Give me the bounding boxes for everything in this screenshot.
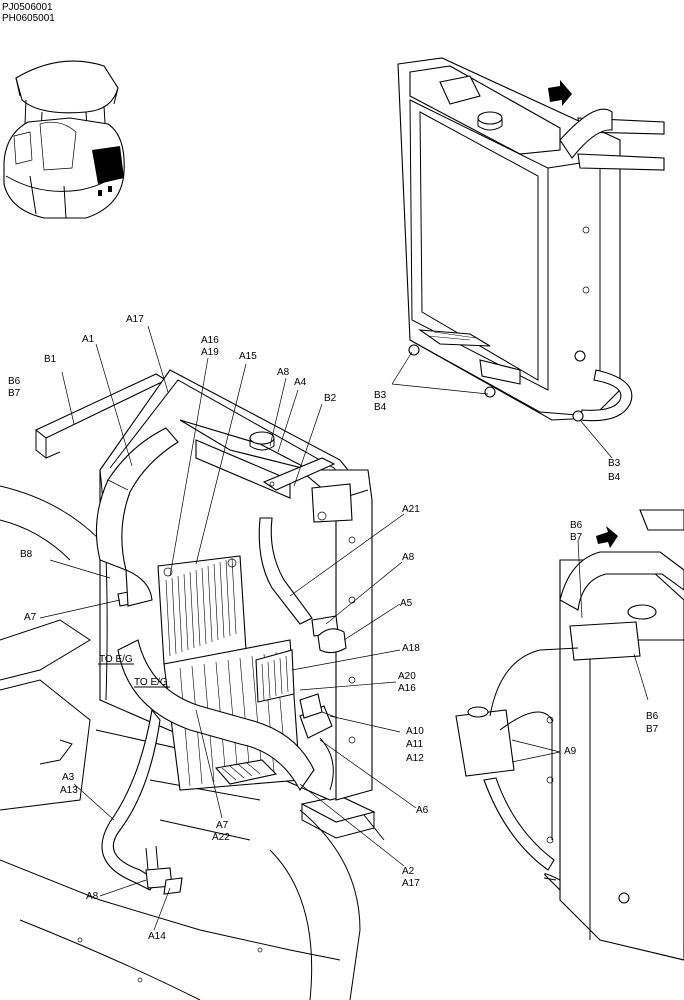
callout-a7: A7	[24, 612, 37, 623]
callout-a10: A10	[406, 726, 424, 737]
callout-a16: A16	[398, 683, 416, 694]
main-assembly	[0, 325, 417, 1000]
callout-a7: A7	[216, 820, 229, 831]
callout-a11: A11	[406, 739, 424, 750]
callout-a22: A22	[212, 832, 230, 843]
callout-a9: A9	[564, 746, 577, 757]
reservoir-detail-view	[455, 509, 684, 961]
callout-b3: B3	[374, 390, 387, 401]
callout-b7: B7	[570, 532, 583, 543]
callout-b7: B7	[646, 724, 659, 735]
callout-a18: A18	[402, 643, 420, 654]
callout-a12: A12	[406, 753, 424, 764]
drawing-code-1: PJ0506001	[2, 2, 53, 13]
callout-a14: A14	[148, 931, 166, 942]
callout-b4: B4	[374, 402, 387, 413]
callout-b6: B6	[570, 520, 583, 531]
callout-a17: A17	[126, 314, 144, 325]
label-to-engine: TO E/G	[99, 654, 133, 665]
callout-a19: A19	[201, 347, 219, 358]
drawing-code-2: PH0605001	[2, 13, 55, 24]
callout-b7: B7	[8, 388, 21, 399]
callout-b2: B2	[324, 393, 337, 404]
callout-a4: A4	[294, 377, 307, 388]
callout-a21: A21	[402, 504, 420, 515]
callout-b6: B6	[8, 376, 21, 387]
callout-a16: A16	[201, 335, 219, 346]
callout-b3: B3	[608, 458, 621, 469]
label-to-engine: TO E/G	[134, 677, 168, 688]
callout-a2: A2	[402, 866, 415, 877]
callout-a13: A13	[60, 785, 78, 796]
callout-a17: A17	[402, 878, 420, 889]
callout-a8: A8	[86, 891, 99, 902]
callout-b6: B6	[646, 711, 659, 722]
callout-a8: A8	[277, 367, 290, 378]
callout-b4: B4	[608, 472, 621, 483]
callout-a3: A3	[62, 772, 75, 783]
machine-locator-thumbnail	[3, 60, 125, 219]
callout-b8: B8	[20, 549, 33, 560]
callout-a15: A15	[239, 351, 257, 362]
radiator-rear-view	[391, 57, 665, 459]
callout-b1: B1	[44, 354, 57, 365]
callout-a20: A20	[398, 671, 416, 682]
callout-a8: A8	[402, 552, 415, 563]
callout-a6: A6	[416, 805, 429, 816]
callout-a1: A1	[82, 334, 95, 345]
callout-a5: A5	[400, 598, 413, 609]
